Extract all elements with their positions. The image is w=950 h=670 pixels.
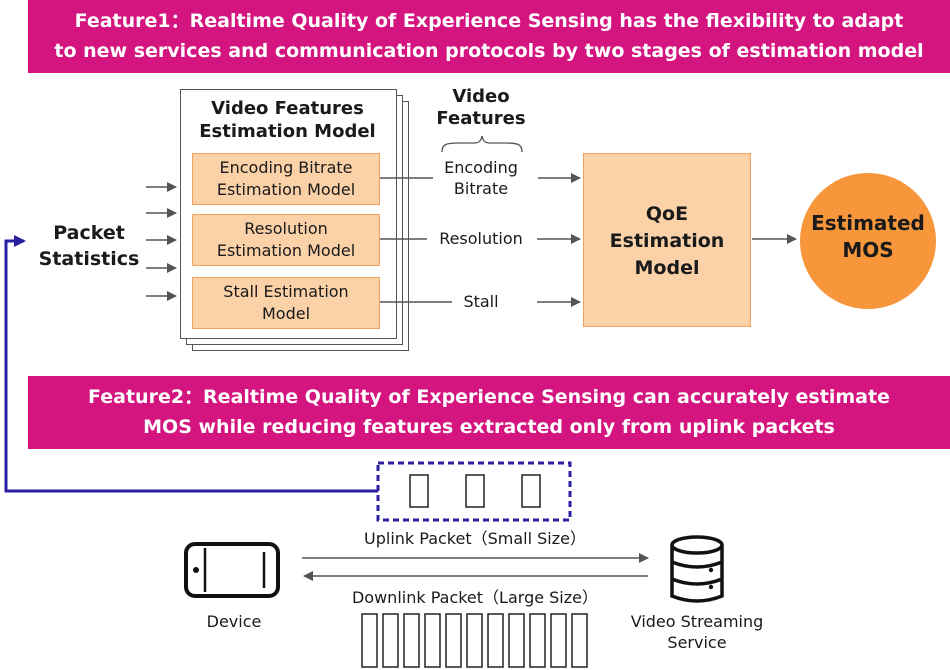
phone-icon — [184, 542, 280, 598]
resolution-model-line2: Estimation Model — [216, 241, 356, 260]
downlink-packet-9 — [529, 613, 546, 668]
downlink-packet-2 — [382, 613, 399, 668]
model-title-line2: Estimation Model — [199, 121, 376, 142]
packet-statistics-line2: Statistics — [38, 248, 140, 270]
uplink-packet-1 — [409, 474, 429, 508]
downlink-packet-11 — [571, 613, 588, 668]
uplink-packet-label: Uplink Packet（Small Size） — [364, 529, 586, 548]
downlink-packet-1 — [361, 613, 378, 668]
packet-statistics-line1: Packet — [53, 222, 125, 244]
downlink-packet-10 — [550, 613, 567, 668]
downlink-packet-3 — [403, 613, 420, 668]
encoding-model-line2: Estimation Model — [216, 180, 356, 199]
uplink-packet-3 — [521, 474, 541, 508]
uplink-packets — [409, 474, 541, 508]
qoe-line2: Estimation — [609, 230, 725, 252]
server-label-line2: Service — [667, 633, 727, 652]
downlink-packet-label: Downlink Packet（Large Size） — [351, 588, 598, 607]
estimated-mos-circle: Estimated MOS — [800, 173, 936, 309]
video-features-model-title: Video Features Estimation Model — [180, 97, 395, 143]
video-features-header-line2: Features — [436, 108, 526, 129]
feature2-banner: Feature2：Realtime Quality of Experience … — [28, 376, 950, 449]
resolution-model-line1: Resolution — [244, 219, 328, 238]
feature1-banner: Feature1：Realtime Quality of Experience … — [28, 0, 950, 73]
downlink-packet-6 — [466, 613, 483, 668]
feature1-line2: to new services and communication protoc… — [54, 40, 924, 62]
video-features-header-line1: Video — [452, 86, 510, 107]
qoe-line1: QoE — [645, 203, 689, 225]
server-label: Video Streaming Service — [607, 611, 787, 653]
stall-model-line2: Model — [261, 304, 311, 323]
video-features-brace — [441, 135, 523, 153]
encoding-bitrate-model-box: Encoding Bitrate Estimation Model — [192, 153, 380, 205]
qoe-estimation-model-box: QoE Estimation Model — [583, 153, 751, 327]
downlink-packet-8 — [508, 613, 525, 668]
stall-model-box: Stall Estimation Model — [192, 277, 380, 329]
downlink-packet-5 — [445, 613, 462, 668]
uplink-packet-2 — [465, 474, 485, 508]
feature-encoding-line1: Encoding — [444, 158, 518, 177]
feature-encoding-line2: Bitrate — [453, 179, 509, 198]
downlink-packet-4 — [424, 613, 441, 668]
qoe-line3: Model — [634, 257, 700, 279]
device-label: Device — [206, 612, 262, 631]
feature-resolution-line1: Resolution — [439, 229, 523, 248]
packet-statistics-label: Packet Statistics — [30, 220, 148, 272]
server-label-line1: Video Streaming — [630, 612, 764, 631]
model-title-line1: Video Features — [211, 98, 364, 119]
downlink-packet-7 — [487, 613, 504, 668]
mos-line2: MOS — [842, 238, 894, 262]
downlink-packets — [361, 613, 588, 668]
feature-arrows — [537, 173, 797, 307]
mos-line1: Estimated — [811, 211, 925, 235]
feature-stall-line1: Stall — [463, 292, 499, 311]
resolution-model-box: Resolution Estimation Model — [192, 214, 380, 266]
feedback-arrow — [4, 235, 378, 493]
stall-model-line1: Stall Estimation — [223, 282, 349, 301]
input-arrows — [146, 182, 177, 301]
database-icon — [670, 535, 724, 603]
feature2-line2: MOS while reducing features extracted on… — [143, 416, 835, 438]
feature-encoding-bitrate-label: Encoding Bitrate — [425, 157, 537, 199]
feature2-line1: Feature2：Realtime Quality of Experience … — [88, 386, 890, 408]
feature-stall-label: Stall — [440, 291, 522, 312]
feature-resolution-label: Resolution — [420, 228, 542, 249]
feature1-line1: Feature1：Realtime Quality of Experience … — [74, 10, 904, 32]
encoding-model-line1: Encoding Bitrate — [219, 158, 353, 177]
uplink-packets-dashed-box — [376, 461, 572, 522]
model-output-lines — [380, 177, 452, 303]
video-features-header: Video Features — [425, 86, 537, 130]
